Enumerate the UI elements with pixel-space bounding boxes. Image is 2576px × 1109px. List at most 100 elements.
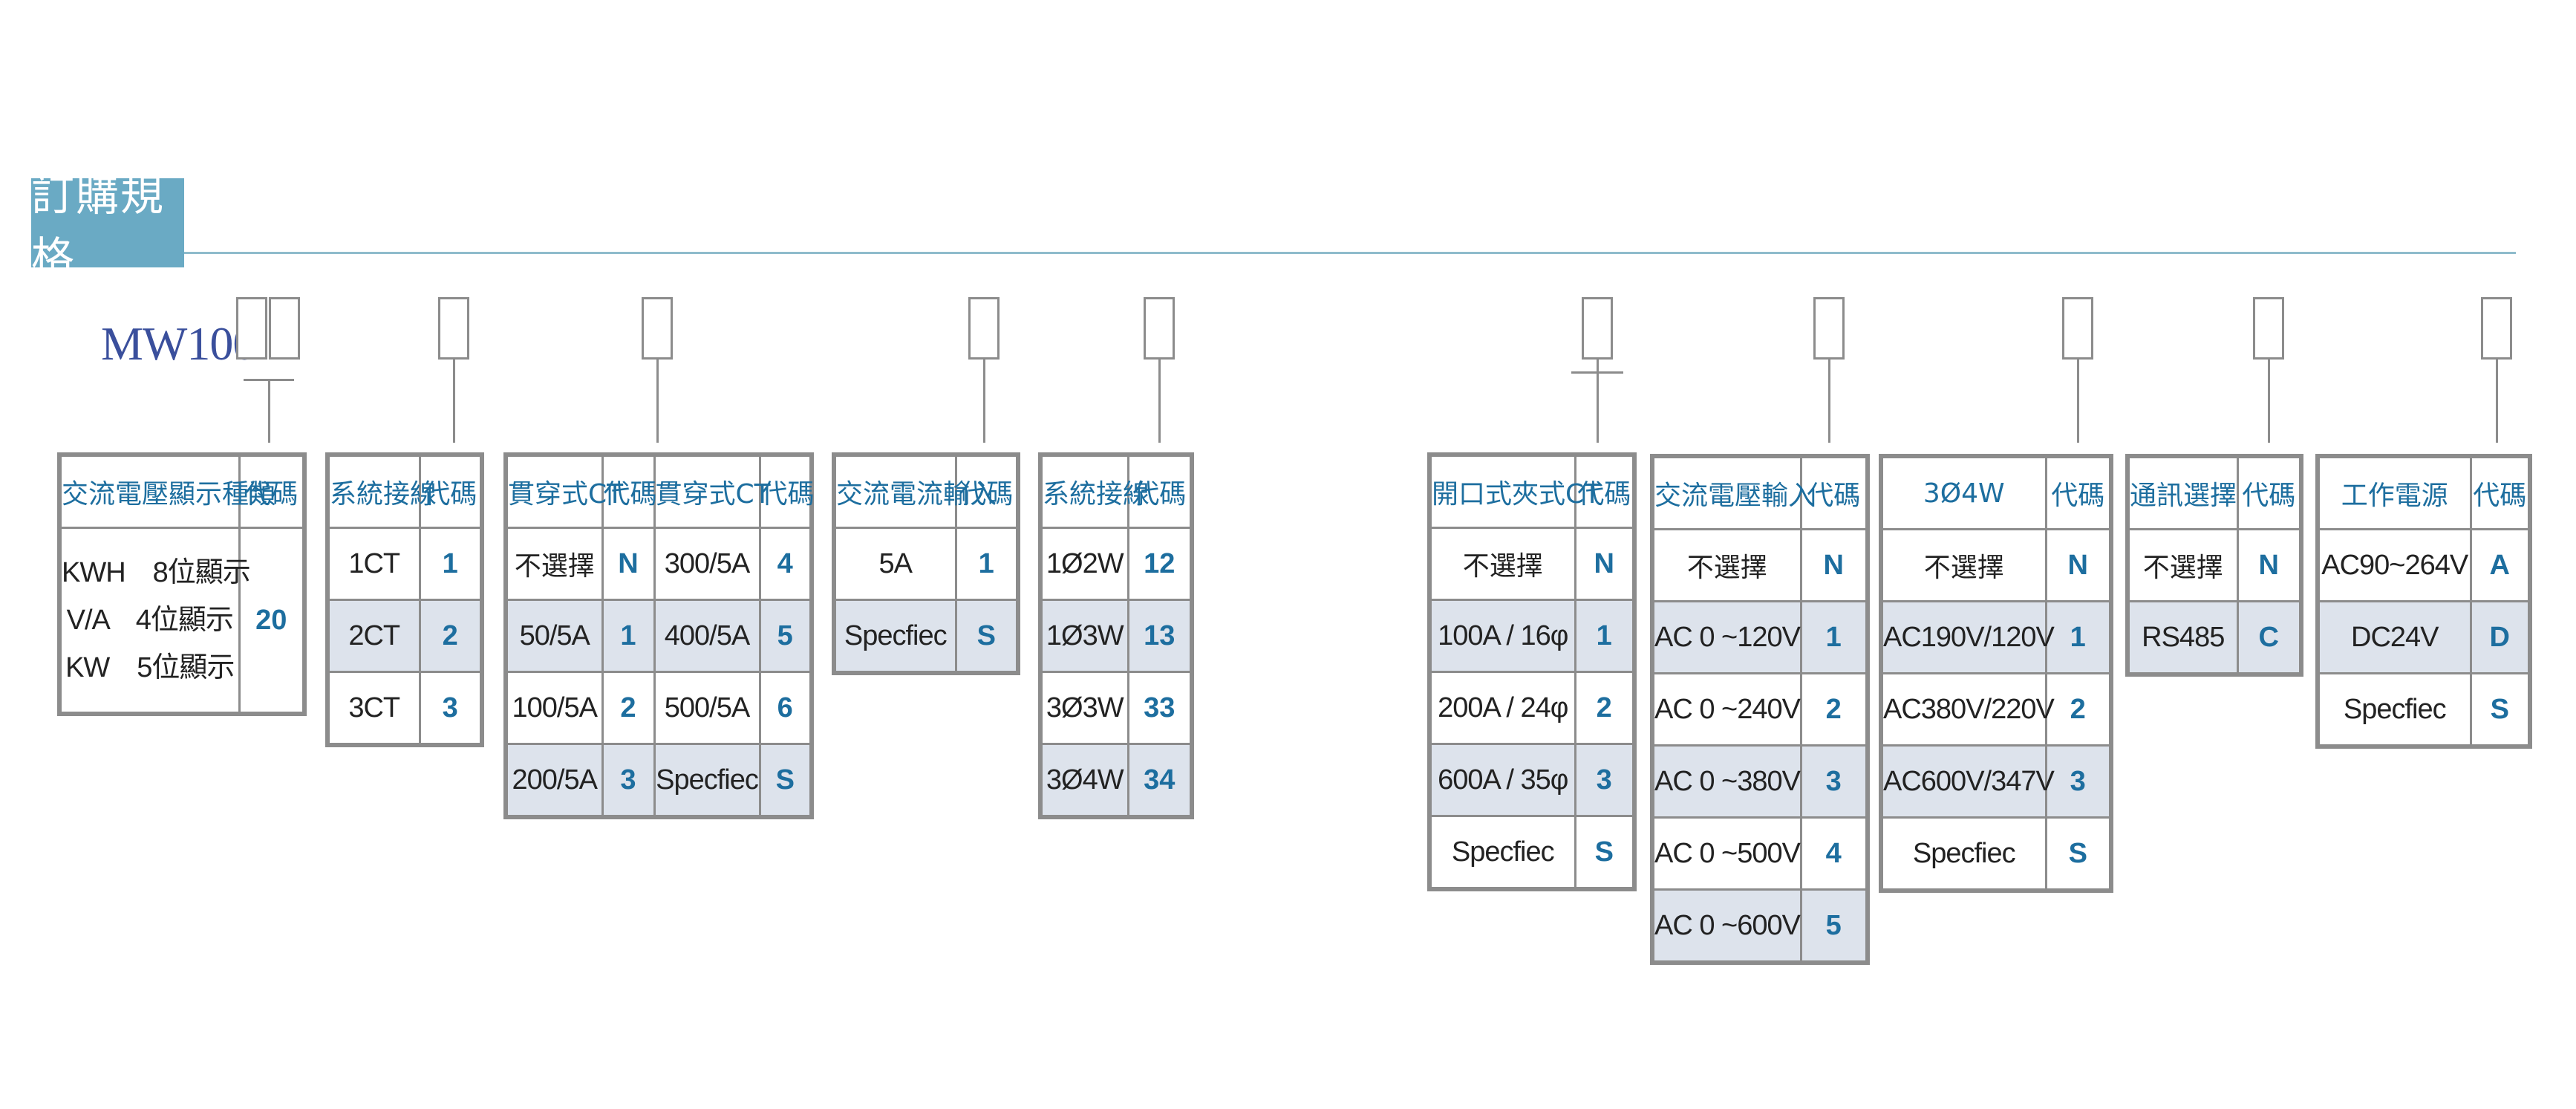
option-cell: 不選擇 bbox=[2126, 528, 2239, 602]
code-cell: 20 bbox=[238, 527, 306, 715]
voltage-input-table: 交流電壓輸入 代碼 不選擇 N AC 0 ~120V 1 AC 0 ~240V … bbox=[1650, 454, 1870, 965]
code-cell: 2 bbox=[418, 599, 483, 673]
code-cell: 3 bbox=[1799, 744, 1869, 819]
table-header: 代碼 bbox=[1574, 453, 1636, 529]
code-slot-power bbox=[2481, 297, 2512, 360]
table-header: 代碼 bbox=[1799, 455, 1869, 530]
option-cell: 1CT bbox=[326, 527, 421, 601]
code-cell: 3 bbox=[418, 671, 483, 747]
code-cell: 1 bbox=[601, 599, 656, 673]
connector-line-through-ct bbox=[656, 360, 659, 443]
connector-line-wiring-2 bbox=[1158, 360, 1161, 443]
code-slot-split-ct bbox=[1582, 297, 1613, 360]
option-cell: 200A / 24φ bbox=[1428, 671, 1576, 745]
code-cell: 2 bbox=[1799, 672, 1869, 747]
code-cell: 34 bbox=[1126, 743, 1193, 819]
table-header: 交流電壓輸入 bbox=[1651, 455, 1815, 530]
display-option: KW 5位顯示 bbox=[65, 652, 235, 683]
option-cell: 50/5A bbox=[504, 599, 604, 673]
table-header: 開口式夾式CT bbox=[1428, 453, 1600, 529]
option-cell: 200/5A bbox=[504, 743, 604, 819]
code-cell: 1 bbox=[1799, 600, 1869, 674]
connector-line-comm bbox=[2268, 360, 2270, 443]
code-cell: S bbox=[1574, 815, 1636, 891]
code-cell: S bbox=[954, 599, 1020, 674]
option-cell: AC 0 ~120V bbox=[1651, 600, 1802, 674]
table-header: 貫穿式CT bbox=[504, 453, 623, 529]
code-cell: 4 bbox=[1799, 816, 1869, 891]
code-cell: 1 bbox=[418, 527, 483, 601]
code-cell: N bbox=[1574, 527, 1636, 601]
table-header: 代碼 bbox=[758, 453, 815, 529]
connector-line-voltage-input bbox=[1828, 360, 1830, 443]
option-cell: RS485 bbox=[2126, 600, 2239, 676]
table-header: 代碼 bbox=[2236, 455, 2303, 530]
code-cell: 6 bbox=[758, 671, 813, 745]
display-option: V/A 4位顯示 bbox=[66, 605, 234, 636]
wiring-table-1: 系統接線 代碼 1CT 1 2CT 2 3CT 3 bbox=[325, 452, 484, 747]
option-cell: 100/5A bbox=[504, 671, 604, 745]
option-cell: 100A / 16φ bbox=[1428, 599, 1576, 673]
three-phase-table: 3Ø4W 代碼 不選擇 N AC190V/120V 1 AC380V/220V … bbox=[1879, 454, 2113, 893]
code-cell: 3 bbox=[601, 743, 656, 819]
code-cell: 33 bbox=[1126, 671, 1193, 745]
code-cell: N bbox=[2044, 528, 2113, 602]
table-header: 系統接線 bbox=[1039, 453, 1150, 529]
code-cell: 2 bbox=[2044, 672, 2113, 747]
code-cell: S bbox=[2469, 672, 2531, 748]
through-ct-table: 貫穿式CT 代碼 貫穿式CT 代碼 不選擇 N 300/5A 4 50/5A 1… bbox=[503, 452, 815, 819]
option-cell: 1Ø3W bbox=[1039, 599, 1129, 673]
option-cell: Specfiec bbox=[832, 599, 957, 674]
table-header: 3Ø4W bbox=[1879, 455, 2047, 530]
code-cell: 5 bbox=[1799, 888, 1869, 964]
table-header: 工作電源 bbox=[2316, 455, 2472, 530]
wiring-table-2: 系統接線 代碼 1Ø2W 12 1Ø3W 13 3Ø3W 33 3Ø4W 34 bbox=[1038, 452, 1194, 819]
code-slot-wiring-2 bbox=[1144, 297, 1175, 360]
code-slot-wiring-1 bbox=[438, 297, 469, 360]
connector-line-wiring-1 bbox=[453, 360, 455, 443]
option-cell: Specfiec bbox=[1879, 816, 2047, 892]
table-header: 代碼 bbox=[1126, 453, 1193, 529]
option-cell: 不選擇 bbox=[1428, 527, 1576, 601]
option-cell: 不選擇 bbox=[504, 527, 604, 601]
display-type-table: 交流電壓顯示種類 代碼 KWH 8位顯示 V/A 4位顯示 KW 5位顯示 20 bbox=[57, 452, 307, 716]
code-cell: S bbox=[758, 743, 813, 819]
code-cell: 1 bbox=[1574, 599, 1636, 673]
option-cell: 3Ø4W bbox=[1039, 743, 1129, 819]
code-slot-display-2 bbox=[269, 297, 300, 360]
option-cell: AC 0 ~600V bbox=[1651, 888, 1802, 964]
code-slot-three-phase bbox=[2062, 297, 2093, 360]
display-option: KWH 8位顯示 bbox=[62, 557, 251, 588]
option-cell: 300/5A bbox=[653, 527, 761, 601]
option-cell: 不選擇 bbox=[1651, 528, 1802, 602]
table-header: 貫穿式CT bbox=[653, 453, 771, 529]
section-title: 訂購規格 bbox=[31, 170, 184, 283]
option-cell: AC 0 ~240V bbox=[1651, 672, 1802, 747]
option-cell: AC 0 ~500V bbox=[1651, 816, 1802, 891]
option-cell: Specfiec bbox=[2316, 672, 2472, 748]
option-cell: AC600V/347V bbox=[1879, 744, 2055, 819]
display-options-cell: KWH 8位顯示 V/A 4位顯示 KW 5位顯示 bbox=[58, 527, 251, 715]
connector-line-current-input bbox=[983, 360, 985, 443]
connector-line-display bbox=[268, 379, 270, 443]
table-header: 交流電壓顯示種類 bbox=[58, 453, 275, 529]
code-cell: D bbox=[2469, 600, 2531, 674]
option-cell: Specfiec bbox=[653, 743, 761, 819]
comm-table: 通訊選擇 代碼 不選擇 N RS485 C bbox=[2125, 454, 2303, 677]
option-cell: 5A bbox=[832, 527, 957, 601]
split-ct-table: 開口式夾式CT 代碼 不選擇 N 100A / 16φ 1 200A / 24φ… bbox=[1427, 452, 1637, 891]
table-header: 通訊選擇 bbox=[2126, 455, 2239, 530]
table-header: 代碼 bbox=[954, 453, 1020, 529]
title-divider bbox=[184, 252, 2516, 254]
code-cell: N bbox=[1799, 528, 1869, 602]
code-slot-current-input bbox=[968, 297, 1000, 360]
code-cell: 13 bbox=[1126, 599, 1193, 673]
connector-line-power bbox=[2496, 360, 2498, 443]
option-cell: 600A / 35φ bbox=[1428, 743, 1576, 817]
option-cell: Specfiec bbox=[1428, 815, 1576, 891]
option-cell: 2CT bbox=[326, 599, 421, 673]
code-cell: 5 bbox=[758, 599, 813, 673]
table-header: 代碼 bbox=[238, 453, 306, 529]
code-cell: 12 bbox=[1126, 527, 1193, 601]
code-cell: N bbox=[2236, 528, 2303, 602]
